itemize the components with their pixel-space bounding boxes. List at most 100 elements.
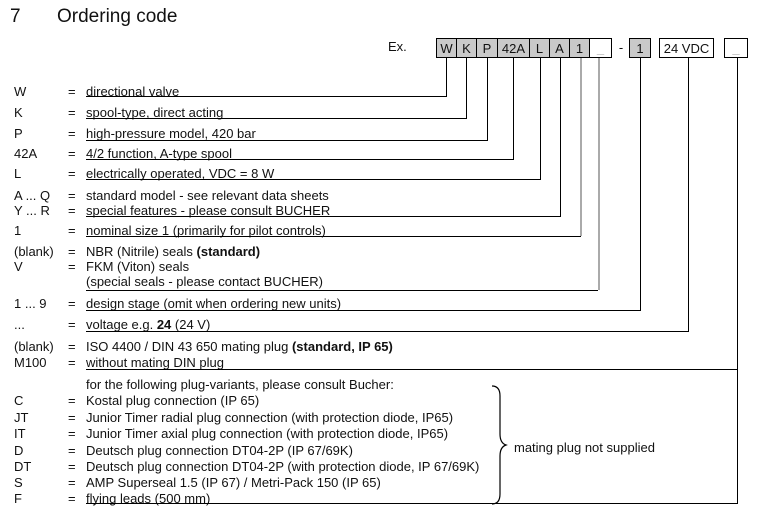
row-code: ... [14,317,25,332]
code-box-voltage: 24 VDC [659,38,714,58]
code-row: JT = Junior Timer radial plug connection… [0,410,760,425]
row-underline [86,159,514,160]
connector-line-a [560,58,561,216]
connector-line-l [540,58,541,179]
connector-line-seals [598,58,600,290]
row-code: C [14,393,24,408]
code-row: C = Kostal plug connection (IP 65) [0,393,760,408]
row-description: (special seals - please contact BUCHER) [86,274,323,289]
code-row: D = Deutsch plug connection DT04-2P (IP … [0,443,760,458]
row-description: NBR (Nitrile) seals (standard) [86,244,261,259]
equals-sign: = [68,188,76,203]
code-box-a: A [549,38,570,58]
code-box-42a: 42A [497,38,530,58]
equals-sign: = [68,296,76,311]
code-row: L = electrically operated, VDC = 8 W [0,166,760,181]
code-row: V = FKM (Viton) seals [0,259,760,274]
connector-line-design-stage [640,58,641,310]
code-box-p: P [476,38,498,58]
row-underline [86,179,541,180]
row-underline [86,331,689,332]
row-underline [86,503,738,504]
code-row: P = high-pressure model, 420 bar [0,126,760,141]
code-row: 42A = 4/2 function, A-type spool [0,146,760,161]
connector-line-voltage [688,58,689,331]
code-row: 1 = nominal size 1 (primarily for pilot … [0,223,760,238]
row-code: A ... Q [14,188,51,203]
row-underline [86,369,738,370]
equals-sign: = [68,393,76,408]
code-box-plug-placeholder: _ [724,38,748,58]
connector-line-p [487,58,488,140]
code-row: Y ... R = special features - please cons… [0,203,760,218]
row-description: Kostal plug connection (IP 65) [86,393,260,408]
equals-sign: = [68,355,76,370]
code-box-design-stage: 1 [629,38,651,58]
code-separator-hyphen: - [618,40,624,55]
equals-sign: = [68,166,76,181]
row-description: Junior Timer axial plug connection (with… [86,426,449,441]
code-row: W = directional valve [0,84,760,99]
row-code: Y ... R [14,203,50,218]
row-code: M100 [14,355,47,370]
row-description: voltage e.g. 24 (24 V) [86,317,211,332]
equals-sign: = [68,203,76,218]
code-box-w: W [436,38,457,58]
row-code: V [14,259,23,274]
row-code: 42A [14,146,38,161]
code-box-l: L [529,38,550,58]
row-underline [86,140,488,141]
equals-sign: = [68,426,76,441]
row-description: directional valve [86,84,180,99]
equals-sign: = [68,126,76,141]
row-description: Junior Timer radial plug connection (wit… [86,410,454,425]
code-row: M100 = without mating DIN plug [0,355,760,370]
equals-sign: = [68,410,76,425]
row-description: Deutsch plug connection DT04-2P (IP 67/6… [86,443,353,458]
equals-sign: = [68,459,76,474]
connector-line-42a [513,58,514,159]
connector-line-w [446,58,447,96]
equals-sign: = [68,317,76,332]
row-description: nominal size 1 (primarily for pilot cont… [86,223,326,238]
row-description: without mating DIN plug [86,355,225,370]
equals-sign: = [68,339,76,354]
section-number: 7 [10,6,21,27]
ordering-code-box-strip: W K P 42A L A 1 _ [436,38,612,58]
row-code: S [14,475,23,490]
row-code: W [14,84,27,99]
equals-sign: = [68,244,76,259]
example-label: Ex. [388,39,407,54]
row-description: for the following plug-variants, please … [86,377,394,392]
row-description: FKM (Viton) seals [86,259,190,274]
equals-sign: = [68,475,76,490]
connector-line-k [466,58,467,118]
code-row: (special seals - please contact BUCHER) [0,274,760,289]
equals-sign: = [68,259,76,274]
row-code: JT [14,410,29,425]
row-description: ISO 4400 / DIN 43 650 mating plug (stand… [86,339,393,354]
code-row: A ... Q = standard model - see relevant … [0,188,760,203]
equals-sign: = [68,105,76,120]
row-code: (blank) [14,244,54,259]
row-code: IT [14,426,26,441]
row-description: spool-type, direct acting [86,105,224,120]
code-row: F = flying leads (500 mm) [0,491,760,506]
row-code: DT [14,459,32,474]
equals-sign: = [68,223,76,238]
row-underline [86,310,641,311]
row-underline [86,236,581,237]
row-description: Deutsch plug connection DT04-2P (with pr… [86,459,480,474]
connector-line-plug [737,58,738,503]
row-underline [86,290,598,291]
code-row: (blank) = ISO 4400 / DIN 43 650 mating p… [0,339,760,354]
equals-sign: = [68,146,76,161]
row-code: L [14,166,22,181]
plug-variants-brace [491,385,508,505]
equals-sign: = [68,491,76,506]
row-description: electrically operated, VDC = 8 W [86,166,275,181]
row-code: 1 [14,223,22,238]
code-box-k: K [456,38,477,58]
code-row: ... = voltage e.g. 24 (24 V) [0,317,760,332]
